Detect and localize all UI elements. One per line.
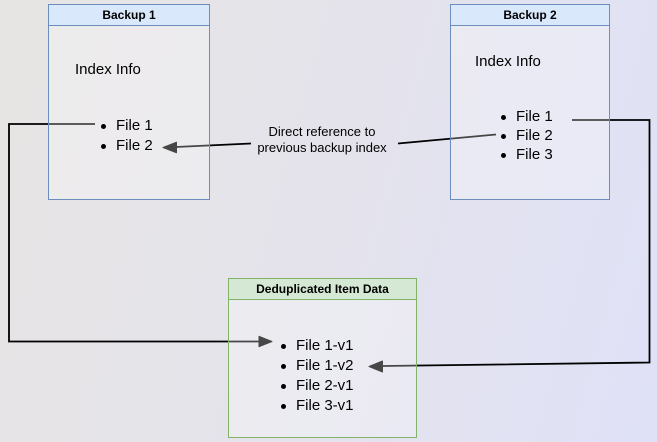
list-item-file-version: File 2-v1 <box>279 376 354 396</box>
list-item-file-version: File 1-v2 <box>279 356 354 376</box>
edge-label-line2: previous backup index <box>257 139 387 155</box>
list-item-file: File 2 <box>99 136 153 156</box>
backup1-title: Backup 1 <box>49 5 209 26</box>
edge-label-line1: Direct reference to <box>268 124 376 139</box>
backup1-index-info-label: Index Info <box>75 61 141 78</box>
list-item-file: File 1 <box>499 107 553 126</box>
deduplicated-item-data-box: Deduplicated Item Data File 1-v1 File 1-… <box>228 278 417 438</box>
list-item-file-version: File 3-v1 <box>279 396 354 416</box>
list-item-file: File 1 <box>99 116 153 136</box>
backup1-body: Index Info File 1 File 2 <box>49 26 209 199</box>
backup2-file-list: File 1 File 2 File 3 <box>499 107 553 164</box>
dedup-body: File 1-v1 File 1-v2 File 2-v1 File 3-v1 <box>229 300 416 437</box>
dedup-title: Deduplicated Item Data <box>229 279 416 300</box>
backup2-box: Backup 2 Index Info File 1 File 2 File 3 <box>450 4 610 200</box>
backup2-body: Index Info File 1 File 2 File 3 <box>451 26 609 199</box>
backup2-index-info-label: Index Info <box>475 53 541 70</box>
direct-reference-edge-label: Direct reference to previous backup inde… <box>239 124 405 155</box>
backup2-title: Backup 2 <box>451 5 609 26</box>
list-item-file: File 3 <box>499 145 553 164</box>
dedup-file-list: File 1-v1 File 1-v2 File 2-v1 File 3-v1 <box>279 336 354 416</box>
backup1-box: Backup 1 Index Info File 1 File 2 <box>48 4 210 200</box>
backup1-file-list: File 1 File 2 <box>99 116 153 156</box>
list-item-file: File 2 <box>499 126 553 145</box>
list-item-file-version: File 1-v1 <box>279 336 354 356</box>
